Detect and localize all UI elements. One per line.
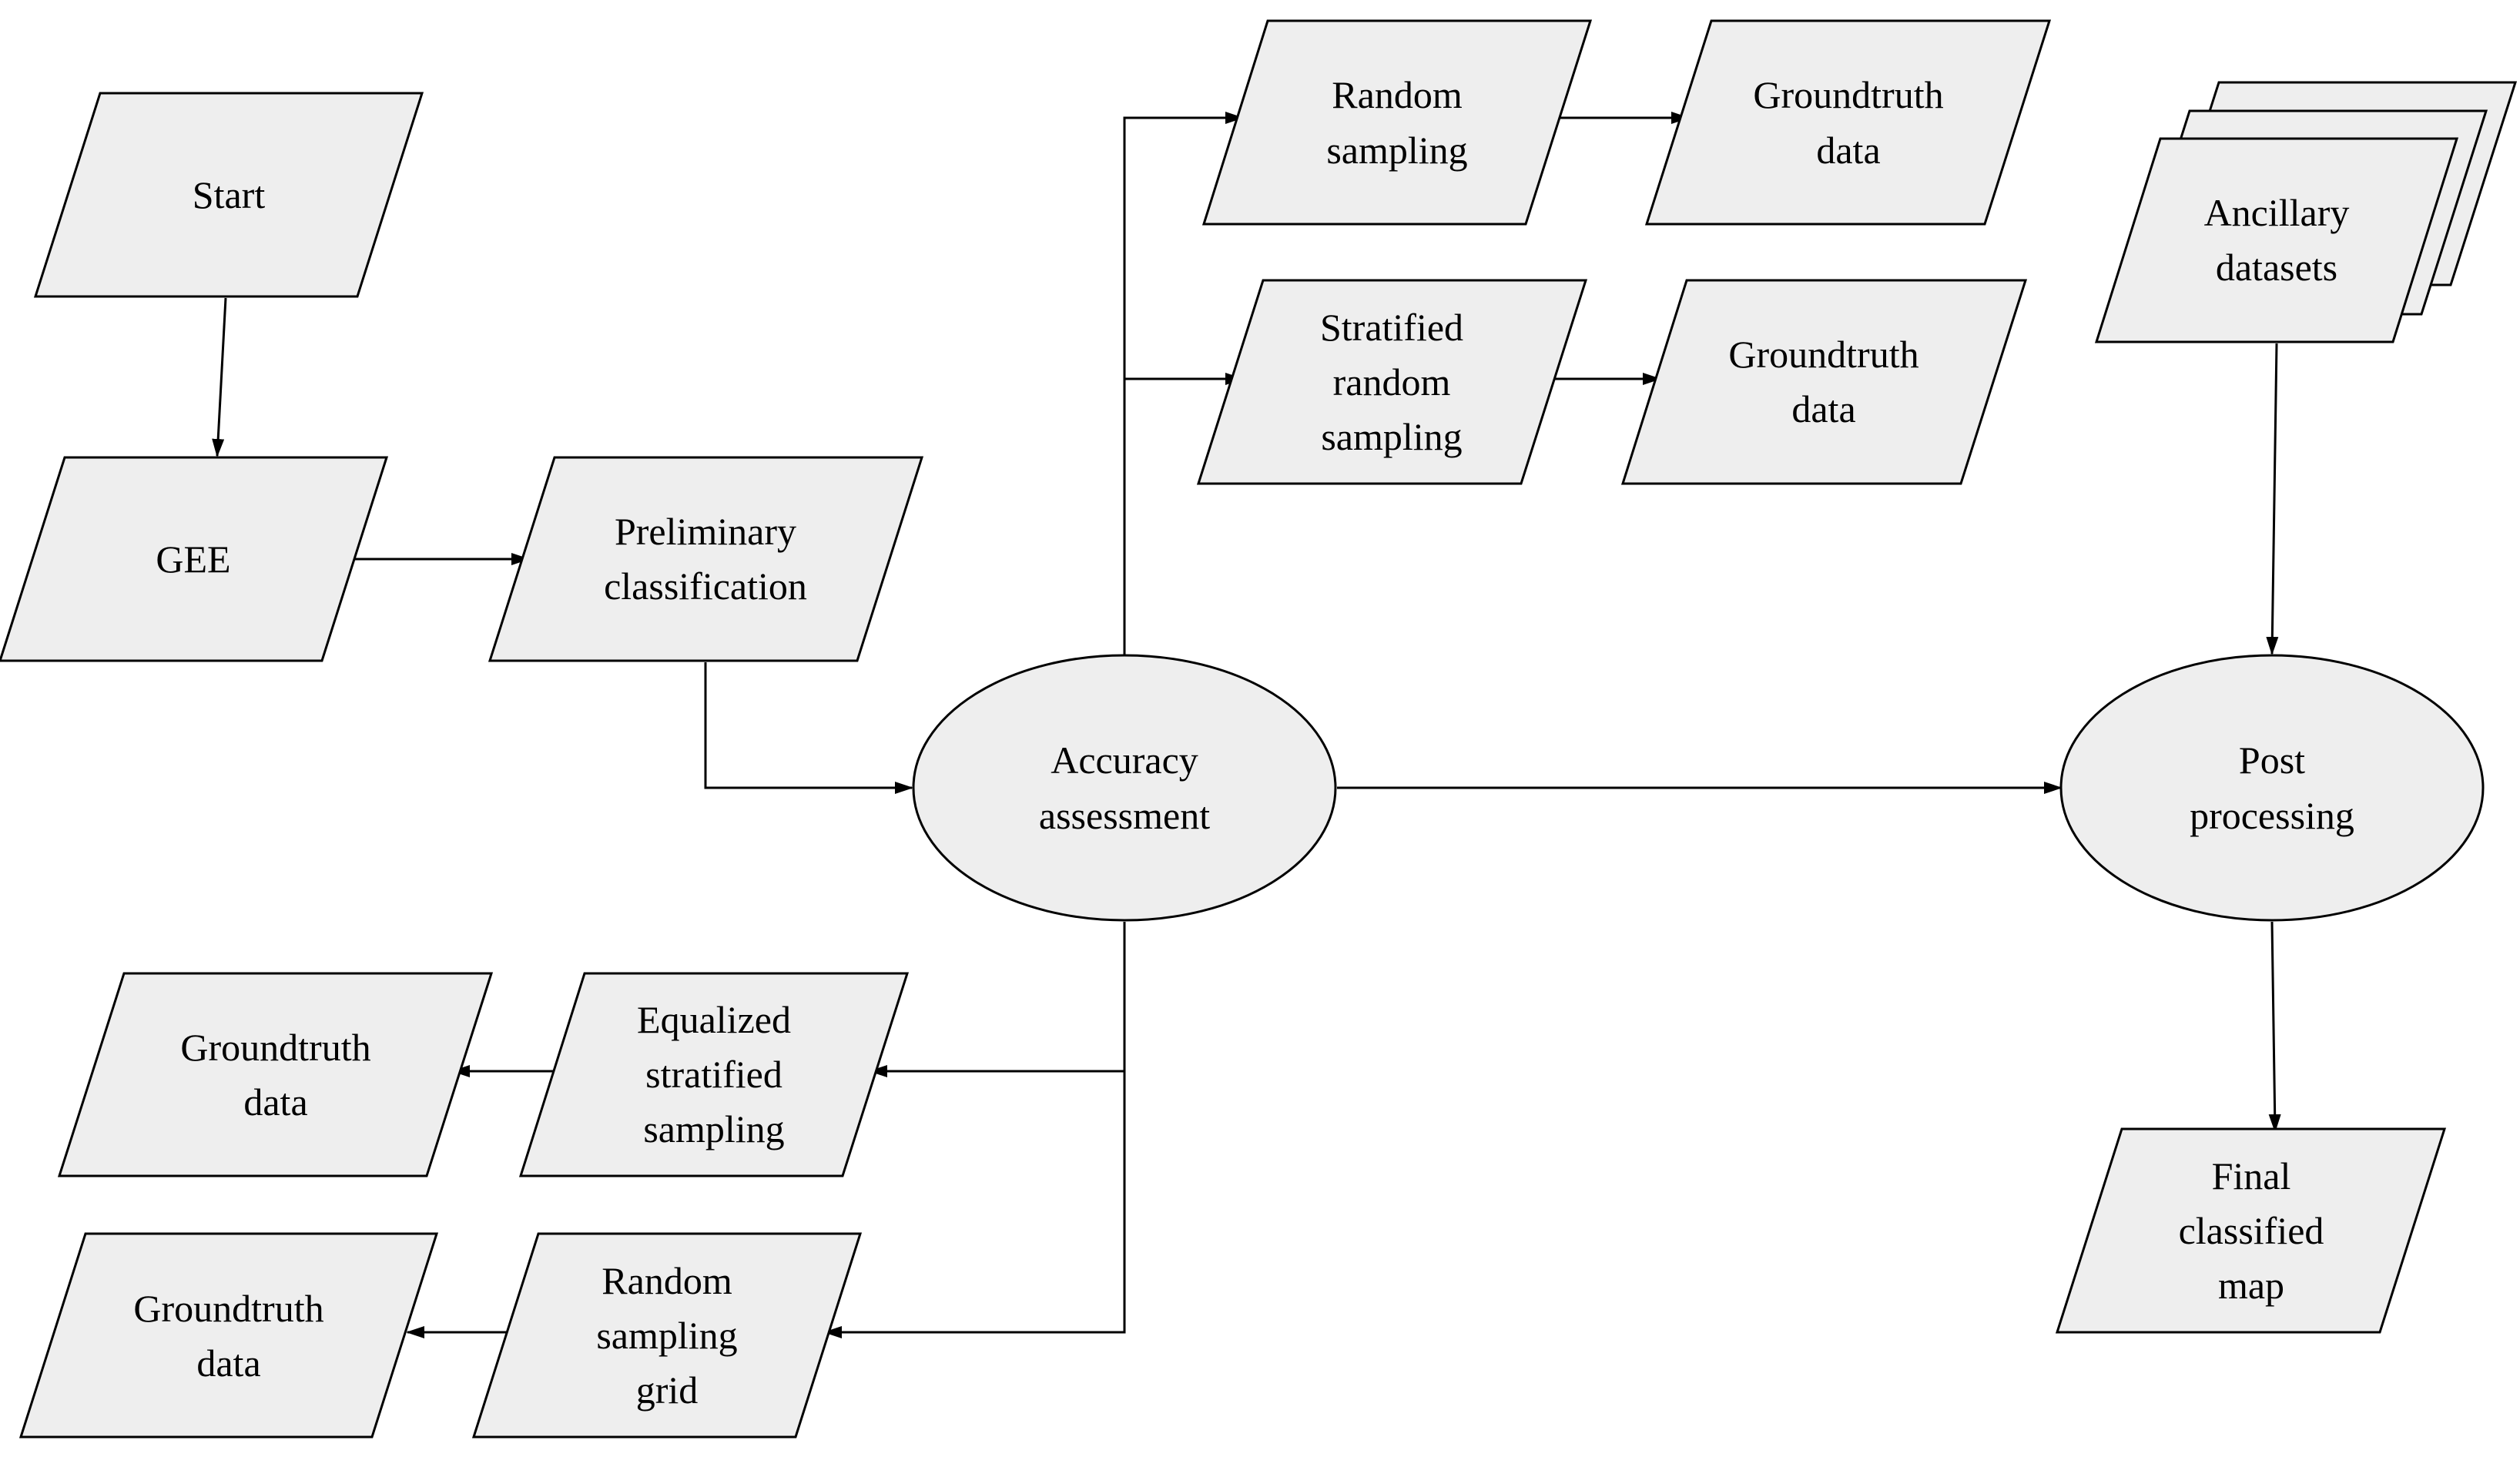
- post-label-line: processing: [2190, 794, 2354, 837]
- accuracy-ellipse: [912, 654, 1337, 922]
- stratified-random-shape: [1196, 279, 1588, 485]
- preliminary-label-line: Preliminary: [615, 510, 796, 553]
- accuracy-label-line: assessment: [1039, 794, 1210, 837]
- equalized-shape: [518, 972, 910, 1177]
- equalized-label-line: sampling: [643, 1107, 784, 1151]
- node-gee: GEE: [0, 456, 389, 662]
- gt-stratified-label-line: data: [1791, 387, 1855, 430]
- node-gt-equalized: Groundtruth data: [57, 972, 494, 1177]
- node-preliminary: Preliminary classification: [488, 456, 924, 662]
- node-start: Start: [33, 92, 424, 298]
- final-label-line: map: [2218, 1264, 2284, 1307]
- final-label-line: classified: [2179, 1209, 2324, 1252]
- node-accuracy: Accuracy assessment: [912, 654, 1337, 922]
- gt-equalized-label-line: data: [243, 1080, 307, 1124]
- gt-random-label-line: Groundtruth: [1753, 73, 1943, 116]
- gt-stratified-shape: [1620, 279, 2028, 485]
- equalized-label-line: Equalized: [637, 998, 791, 1041]
- grid-label-line: grid: [636, 1368, 699, 1412]
- final-label-line: Final: [2212, 1154, 2291, 1197]
- gt-random-shape: [1644, 19, 2052, 226]
- preliminary-shape: [488, 456, 924, 662]
- random-sampling-label-line: Random: [1332, 73, 1463, 116]
- node-stratified-random: Stratified random sampling: [1196, 279, 1588, 485]
- node-final: Final classified map: [2055, 1127, 2447, 1334]
- node-gt-stratified: Groundtruth data: [1620, 279, 2028, 485]
- stratified-random-label-line: Stratified: [1320, 306, 1463, 349]
- nodes: StartGEEPreliminaryclassificationRandoms…: [0, 19, 2518, 1439]
- random-sampling-label-line: sampling: [1326, 129, 1467, 172]
- equalized-label-line: stratified: [645, 1053, 782, 1096]
- gt-stratified-label-line: Groundtruth: [1728, 333, 1918, 376]
- grid-shape: [471, 1232, 863, 1439]
- node-gt-grid: Groundtruth data: [18, 1232, 439, 1439]
- gee-label-line: GEE: [156, 538, 230, 581]
- random-sampling-shape: [1201, 19, 1593, 226]
- stack-front-sheet: [2094, 137, 2459, 343]
- grid-label-line: sampling: [596, 1314, 737, 1357]
- ancillary-label-line: Ancillary: [2204, 191, 2350, 234]
- gt-random-label-line: data: [1816, 129, 1880, 172]
- accuracy-label-line: Accuracy: [1051, 739, 1198, 782]
- preliminary-label-line: classification: [604, 564, 807, 608]
- arrow-preliminary-to-accuracy: [704, 662, 913, 794]
- gt-grid-label-line: data: [196, 1341, 260, 1385]
- arrow-accuracy-to-random-sampling: [1123, 112, 1244, 655]
- arrow-post-to-final: [2268, 921, 2281, 1133]
- grid-label-line: Random: [602, 1259, 732, 1302]
- arrow-accuracy-to-grid: [823, 1071, 1126, 1338]
- stratified-random-label-line: sampling: [1321, 415, 1462, 458]
- start-shape: [33, 92, 424, 298]
- node-post: Post processing: [2059, 654, 2485, 922]
- final-shape: [2055, 1127, 2447, 1334]
- edges: [212, 112, 2281, 1338]
- node-gt-random: Groundtruth data: [1644, 19, 2052, 226]
- post-ellipse: [2059, 654, 2485, 922]
- ancillary-label-line: datasets: [2216, 246, 2337, 289]
- gt-equalized-label-line: Groundtruth: [180, 1026, 370, 1069]
- gt-equalized-shape: [57, 972, 494, 1177]
- gt-grid-label-line: Groundtruth: [133, 1287, 323, 1330]
- node-ancillary: Ancillary datasets: [2094, 81, 2518, 343]
- arrow-start-to-gee: [212, 297, 227, 457]
- node-equalized: Equalized stratified sampling: [518, 972, 910, 1177]
- post-label-line: Post: [2239, 739, 2305, 782]
- gee-shape: [0, 456, 389, 662]
- node-random-sampling: Random sampling: [1201, 19, 1593, 226]
- node-grid: Random sampling grid: [471, 1232, 863, 1439]
- gt-grid-shape: [18, 1232, 439, 1439]
- stratified-random-label-line: random: [1333, 360, 1451, 404]
- arrow-accuracy-to-equalized: [869, 922, 1126, 1077]
- arrow-ancillary-to-post: [2266, 343, 2279, 655]
- start-label-line: Start: [193, 173, 266, 216]
